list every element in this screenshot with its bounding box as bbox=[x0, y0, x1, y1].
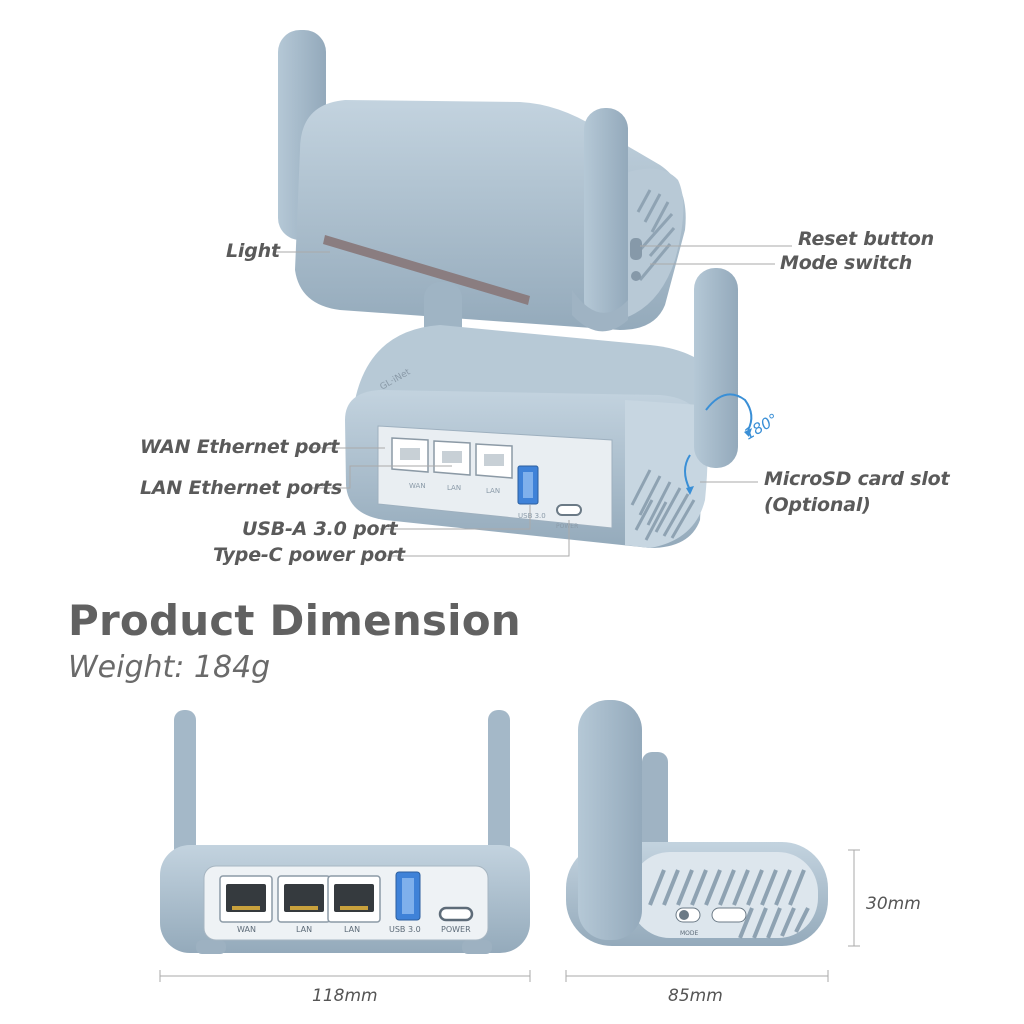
rotation-label: 180° bbox=[741, 410, 781, 444]
antenna-side bbox=[578, 700, 642, 940]
port-label-wan: WAN bbox=[237, 925, 256, 934]
port-label-mode: MODE bbox=[680, 930, 699, 937]
router-port-view: WAN LAN LAN USB 3.0 POWER GL·iNet 180° bbox=[345, 268, 781, 548]
side-grille-mid bbox=[630, 469, 696, 541]
weight-label: Weight: 184g bbox=[68, 650, 271, 685]
port-label-lan-mid-2: LAN bbox=[486, 487, 500, 495]
callout-microsd-line2: (Optional) bbox=[764, 494, 871, 516]
port-label-wan-mid: WAN bbox=[409, 482, 426, 490]
port-label-lan-1: LAN bbox=[296, 925, 312, 934]
callout-microsd: MicroSD card slot (Optional) bbox=[764, 466, 950, 518]
port-label-power: POWER bbox=[441, 925, 471, 934]
port-label-usb-mid: USB 3.0 bbox=[518, 512, 546, 520]
callout-lines bbox=[276, 245, 792, 557]
router-top-view bbox=[278, 30, 686, 332]
callout-mode-switch: Mode switch bbox=[780, 252, 913, 274]
type-c-port-mid bbox=[556, 504, 582, 516]
callout-typec-port: Type-C power port bbox=[213, 544, 405, 566]
dimension-lines bbox=[159, 849, 860, 982]
light-bar bbox=[323, 235, 530, 305]
port-label-lan-2: LAN bbox=[344, 925, 360, 934]
mode-switch bbox=[630, 238, 642, 260]
side-grille-bottom bbox=[648, 869, 810, 939]
callout-light: Light bbox=[226, 240, 280, 262]
antenna-right bbox=[584, 108, 628, 322]
reset-slot-side bbox=[711, 907, 747, 923]
reset-button bbox=[631, 271, 641, 281]
antenna-front bbox=[694, 268, 738, 468]
depth-label: 85mm bbox=[668, 986, 723, 1006]
callout-microsd-line1: MicroSD card slot bbox=[764, 468, 950, 490]
width-label: 118mm bbox=[312, 986, 378, 1006]
callout-usb-port: USB-A 3.0 port bbox=[242, 518, 398, 540]
type-c-port-front bbox=[438, 906, 474, 922]
router-side-face bbox=[620, 168, 684, 318]
height-label: 30mm bbox=[866, 894, 921, 914]
callout-lan-ports: LAN Ethernet ports bbox=[140, 477, 343, 499]
callout-wan-port: WAN Ethernet port bbox=[140, 436, 340, 458]
router-front-view: WAN LAN LAN USB 3.0 POWER bbox=[160, 710, 530, 954]
callout-reset-button: Reset button bbox=[798, 228, 934, 250]
rotation-arrow bbox=[705, 393, 753, 431]
router-side-view: MODE bbox=[566, 700, 828, 946]
port-label-usb: USB 3.0 bbox=[389, 925, 421, 934]
dimension-heading: Product Dimension bbox=[68, 596, 521, 645]
port-label-power-mid: POWER bbox=[556, 523, 578, 530]
port-label-lan-mid-1: LAN bbox=[447, 484, 461, 492]
side-grille bbox=[636, 189, 676, 281]
